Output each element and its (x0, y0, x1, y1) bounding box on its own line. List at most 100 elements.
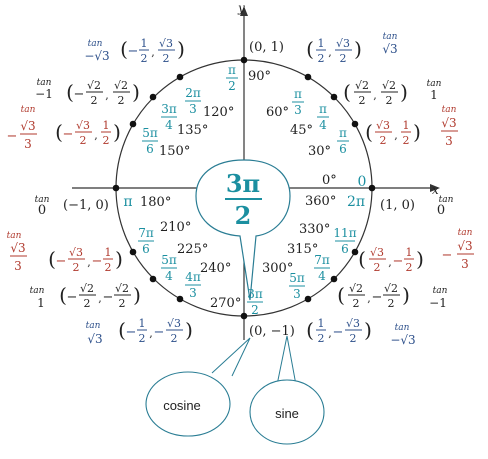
deg-120: 120° (203, 105, 234, 120)
tan-315-word: tan (433, 286, 448, 296)
rad-150-den: 6 (146, 142, 154, 156)
tan-30-num: √3 (441, 116, 456, 130)
coord-150-lparen: ( (55, 120, 63, 144)
rad-135: 3π 4 (161, 102, 177, 132)
coord-330-rparen: ) (416, 247, 424, 271)
rad-240-den: 3 (189, 286, 197, 300)
rad-210-den: 6 (142, 242, 150, 256)
coord-330-lparen: ( (358, 247, 366, 271)
tan-120-value: −√3 (84, 49, 109, 63)
rad-0: 0 (358, 174, 367, 190)
coord-30-x-num: √3 (376, 119, 390, 132)
rad-90-den: 2 (228, 79, 236, 93)
rad-150-num: 5π (142, 126, 158, 140)
tan-330-den: 3 (461, 257, 469, 271)
cosine-label: cosine (163, 398, 201, 413)
tan-150-den: 3 (24, 137, 32, 151)
point-180 (112, 184, 120, 192)
coord-225-x-sign: − (67, 290, 78, 305)
rad-120-num: 2π (185, 86, 201, 100)
rad-330-num: 11π (333, 226, 356, 240)
coord-60-y-num: √3 (336, 37, 350, 50)
tan-210-word: tan (7, 231, 22, 241)
coord-60-x-num: 1 (318, 37, 325, 50)
point-210 (129, 248, 137, 256)
coord-330-comma: , (388, 256, 392, 269)
coord-210-x-num: √3 (69, 246, 83, 259)
rad-270-den: 2 (251, 303, 259, 317)
tan-330-sign: − (442, 248, 453, 263)
coord-150: ( − √3 2 , 1 2 ) (55, 119, 121, 147)
coord-240: ( − 1 2 , − √3 2 ) (118, 317, 193, 345)
tan-135-word: tan (37, 78, 52, 88)
tan-30-word: tan (442, 105, 457, 115)
point-225 (149, 275, 157, 283)
coord-300-y-den: 2 (350, 332, 357, 345)
coord-300-y-num: √3 (346, 317, 360, 330)
deg-45: 45° (290, 123, 313, 138)
coord-150-comma: , (94, 129, 98, 142)
rad-315-num: 7π (314, 253, 330, 267)
coord-60-y-den: 2 (340, 52, 347, 65)
coord-120-y-num: √3 (159, 37, 173, 50)
coord-120-x-sign: − (128, 44, 139, 59)
y-axis-arrow (240, 6, 248, 16)
coord-240-y-den: 2 (171, 332, 178, 345)
point-60 (304, 73, 312, 81)
rad-315: 7π 4 (314, 253, 330, 283)
coord-135-x-sign: − (74, 87, 85, 102)
coord-300-x-num: 1 (318, 317, 325, 330)
coord-30-y-num: 1 (403, 119, 410, 132)
coord-60-rparen: ) (354, 37, 362, 61)
deg-315: 315° (287, 242, 318, 257)
rad-45-num: π (319, 102, 327, 116)
rad-270: 3π 2 (247, 287, 263, 317)
coord-150-y-num: 1 (103, 119, 110, 132)
coord-135-comma: , (105, 89, 109, 102)
point-150 (129, 120, 137, 128)
coord-135-y-den: 2 (118, 94, 125, 107)
coord-240-comma: , (149, 327, 153, 340)
sine-callout (249, 379, 325, 445)
coord-150-x-num: √3 (76, 119, 90, 132)
coord-180: (−1, 0) (63, 198, 109, 213)
cosine-callout-mask (212, 375, 232, 379)
tan-240-word: tan (86, 321, 101, 331)
rad-270-num: 3π (247, 287, 263, 301)
rad-225-den: 4 (165, 269, 173, 283)
coord-210-y-sign: − (92, 254, 103, 269)
rad-45-den: 4 (319, 118, 327, 132)
rad-225-num: 5π (161, 253, 177, 267)
coord-120-x-num: 1 (141, 37, 148, 50)
sine-callout-pointer (276, 335, 297, 386)
tan-240-value: √3 (87, 332, 102, 346)
coord-330-y-num: 1 (406, 246, 413, 259)
coord-300: ( 1 2 , − √3 2 ) (306, 317, 372, 345)
coord-315-y-sign: − (372, 290, 383, 305)
coord-150-x-den: 2 (80, 134, 87, 147)
tan-300-value: −√3 (390, 333, 415, 347)
tan-315-value: −1 (429, 296, 447, 310)
coord-30-lparen: ( (365, 120, 373, 144)
rad-300-den: 3 (293, 287, 301, 301)
rad-135-num: 3π (161, 102, 177, 116)
deg-225: 225° (177, 242, 208, 257)
rad-180: π (123, 194, 132, 210)
tan-150-num: √3 (20, 119, 35, 133)
fraction-coordinates: ( 1 2 , √3 2 ) ( √2 2 , √2 2 ) ( √3 2 (48, 37, 424, 345)
rad-330: 11π 6 (333, 226, 356, 256)
point-90 (240, 56, 248, 64)
rad-240: 4π 3 (185, 270, 201, 300)
coord-225-y-sign: − (103, 290, 114, 305)
coord-210-y-num: 1 (105, 246, 112, 259)
tan-180-word: tan (35, 195, 50, 205)
coord-270: (0, −1) (249, 324, 295, 339)
coord-120-comma: , (151, 46, 155, 59)
rad-225: 5π 4 (161, 253, 177, 283)
coord-45-x-num: √2 (355, 79, 369, 92)
deg-135: 135° (177, 123, 208, 138)
coord-30-y-den: 2 (403, 134, 410, 147)
coord-315-y-den: 2 (388, 297, 395, 310)
